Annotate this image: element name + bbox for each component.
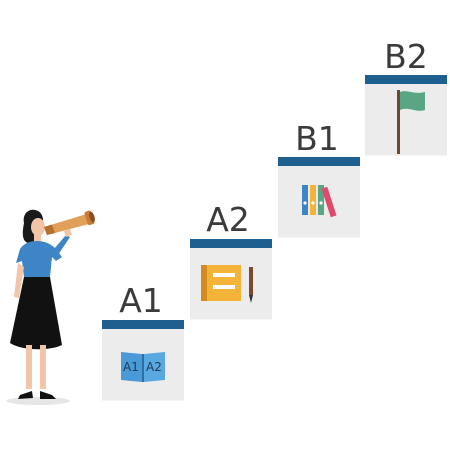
level-label-a1: A1	[119, 281, 163, 320]
notebook-and-pencil-icon	[201, 265, 253, 303]
level-label-b2: B2	[384, 37, 428, 76]
right-shoe	[40, 391, 56, 399]
card-body	[190, 248, 272, 319]
level-card-a1: A1 A2	[102, 320, 184, 400]
face	[31, 218, 45, 236]
book-left-text: A1	[123, 360, 139, 374]
right-leg	[40, 345, 46, 389]
open-book-icon	[121, 352, 165, 382]
raised-arm	[54, 235, 70, 255]
left-shoe	[18, 391, 33, 399]
level-card-a2	[190, 239, 272, 319]
level-label-a2: A2	[206, 200, 250, 239]
card-body: A1 A2	[102, 329, 184, 400]
left-leg	[26, 345, 32, 389]
skirt	[10, 277, 62, 350]
card-header-bar	[190, 239, 272, 248]
shirt	[16, 241, 62, 277]
level-label-b1: B1	[295, 119, 339, 158]
woman-with-telescope-figure	[6, 209, 95, 405]
telescope-icon	[44, 210, 95, 235]
lower-arm	[14, 263, 24, 298]
flag-icon	[397, 90, 425, 154]
card-header-bar	[365, 75, 447, 84]
level-card-b1	[278, 157, 360, 237]
binders-icon	[302, 185, 337, 218]
neck	[34, 234, 41, 243]
card-body	[365, 84, 447, 155]
card-header-bar	[278, 157, 360, 166]
hand	[64, 229, 72, 237]
figure-shadow	[6, 397, 70, 405]
card-header-bar	[102, 320, 184, 329]
level-card-b2	[365, 75, 447, 155]
book-right-text: A2	[146, 360, 162, 374]
card-body	[278, 166, 360, 237]
